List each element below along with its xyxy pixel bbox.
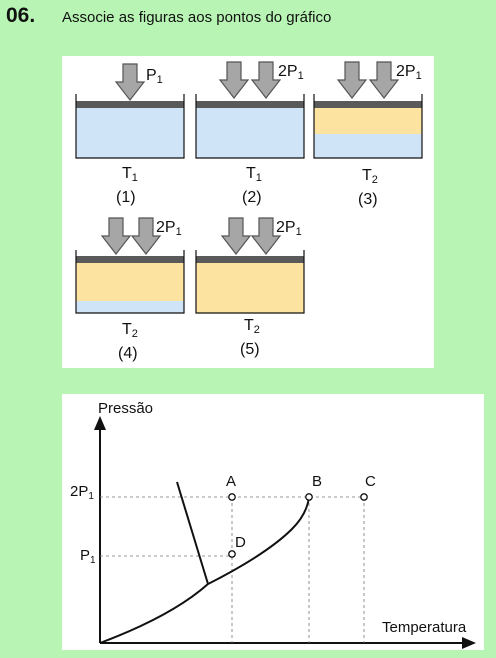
figure-3-caption: (3) <box>358 191 378 208</box>
container <box>75 94 185 159</box>
phase-diagram-panel: Pressão Temperatura 2P1 P1 A B C D <box>62 394 484 650</box>
figure-2-temperature: T1 <box>246 165 262 184</box>
figure-1: P1 T1 (1) <box>75 63 185 206</box>
figure-1-caption: (1) <box>116 189 136 206</box>
figure-4-temperature: T2 <box>122 321 138 340</box>
vaporization-curve <box>99 496 310 644</box>
figure-3: 2P1 T2 (3) <box>313 61 423 208</box>
point-b <box>305 493 313 501</box>
figure-4-caption: (4) <box>118 345 138 362</box>
figure-1-temperature: T1 <box>122 165 138 184</box>
question-prompt: Associe as figuras aos pontos do gráfico <box>62 9 332 26</box>
pressure-arrow <box>251 61 281 99</box>
phase-diagram-svg: Pressão Temperatura 2P1 P1 A B C D <box>70 400 476 649</box>
figure-2-pressure: 2P1 <box>278 63 304 82</box>
x-axis-label: Temperatura <box>382 619 467 636</box>
point-b-label: B <box>312 473 322 490</box>
container <box>313 94 423 159</box>
figure-1-pressure: P1 <box>146 67 163 86</box>
pressure-arrow <box>221 217 251 255</box>
question-number: 06. <box>6 4 36 27</box>
guide-lines <box>100 496 365 643</box>
solid-region <box>314 108 422 134</box>
pressure-arrow <box>101 217 131 255</box>
solid-region <box>196 263 304 313</box>
point-d-label: D <box>235 534 246 551</box>
piston <box>196 101 304 108</box>
pressure-arrow <box>219 61 249 99</box>
figure-4-pressure: 2P1 <box>156 219 182 238</box>
piston <box>196 256 304 263</box>
liquid-region <box>76 301 184 313</box>
point-d <box>228 550 236 558</box>
point-a-label: A <box>226 473 236 490</box>
pressure-arrow <box>369 61 399 99</box>
y-tick-p1: P1 <box>80 547 96 566</box>
figures-svg: P1 T1 (1) 2P1 T1 (2) 2P1 T2 (3) <box>75 61 423 362</box>
figure-2: 2P1 T1 (2) <box>195 61 305 206</box>
container <box>75 250 185 314</box>
point-a <box>228 493 236 501</box>
pressure-arrow <box>337 61 367 99</box>
figure-3-temperature: T2 <box>362 167 378 186</box>
container <box>195 250 305 314</box>
piston <box>76 101 184 108</box>
y-axis-arrowhead <box>94 416 106 430</box>
liquid-region <box>314 134 422 158</box>
piston <box>76 256 184 263</box>
figure-5-caption: (5) <box>240 341 260 358</box>
container <box>195 94 305 159</box>
figure-5: 2P1 T2 (5) <box>195 217 305 358</box>
fusion-curve <box>176 481 209 585</box>
point-c <box>360 493 368 501</box>
liquid-region <box>76 108 184 158</box>
piston <box>314 101 422 108</box>
figure-2-caption: (2) <box>242 189 262 206</box>
figure-5-pressure: 2P1 <box>276 219 302 238</box>
x-axis-arrowhead <box>462 637 476 649</box>
figure-4: 2P1 T2 (4) <box>75 217 185 362</box>
liquid-region <box>196 108 304 158</box>
figure-3-pressure: 2P1 <box>396 63 422 82</box>
y-axis-label: Pressão <box>98 400 153 417</box>
figure-5-temperature: T2 <box>244 317 260 336</box>
figures-panel: P1 T1 (1) 2P1 T1 (2) 2P1 T2 (3) <box>62 56 434 368</box>
point-c-label: C <box>365 473 376 490</box>
y-tick-2p1: 2P1 <box>70 483 94 502</box>
solid-region <box>76 263 184 301</box>
pressure-arrow <box>115 63 145 101</box>
